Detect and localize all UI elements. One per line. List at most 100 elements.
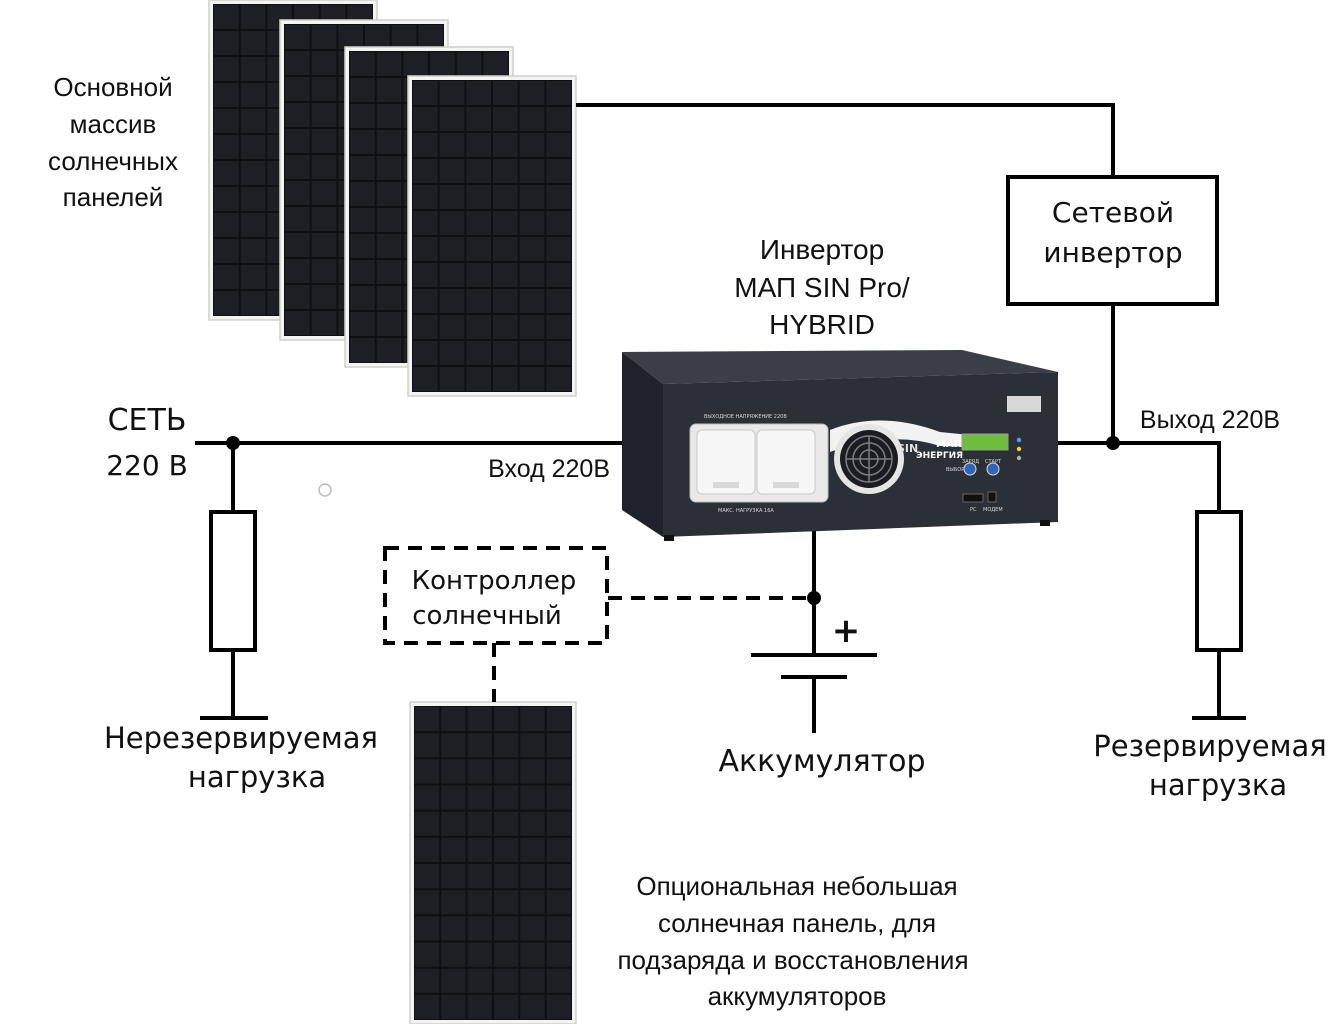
solar-cell <box>467 968 492 993</box>
solar-cell <box>520 785 545 810</box>
solar-cell <box>350 234 375 258</box>
mains-label-line-1: СЕТЬ <box>108 403 187 438</box>
solar-cell <box>240 187 266 211</box>
solar-cell <box>466 211 491 235</box>
reserved-load-line-1: Резервируемая <box>1093 729 1326 763</box>
input-label: Вход 220В <box>488 455 610 483</box>
solar-cell <box>520 864 545 889</box>
solar-cell <box>466 81 491 105</box>
solar-cell <box>519 289 545 313</box>
solar-cell <box>376 338 402 362</box>
solar-cell <box>350 156 375 180</box>
solar-cell <box>376 208 402 232</box>
solar-cell <box>546 811 571 836</box>
solar-cell <box>285 311 310 335</box>
solar-cell <box>483 52 508 76</box>
solar-cell <box>466 159 491 183</box>
solar-cell <box>214 31 239 55</box>
solar-cell <box>467 916 492 941</box>
solar-cell <box>546 890 571 915</box>
solar-cell <box>413 367 438 391</box>
solar-cell <box>214 109 239 133</box>
solar-cell <box>519 263 545 287</box>
solar-cell <box>240 31 266 55</box>
solar-cell <box>439 185 465 209</box>
solar-cell <box>311 103 337 127</box>
solar-cell <box>519 367 545 391</box>
solar-cell <box>311 285 337 309</box>
led-yellow <box>1016 446 1022 452</box>
solar-cell <box>311 207 337 231</box>
solar-cell <box>546 916 571 941</box>
solar-cell <box>494 994 519 1019</box>
solar-cell <box>415 864 440 889</box>
solar-cell <box>439 211 465 235</box>
solar-cell <box>546 968 571 993</box>
hybrid-inverter-label-line-2: МАП SIN Pro/ <box>734 272 910 303</box>
non-reserved-load-label: Нерезервируемая нагрузка <box>104 721 378 794</box>
optional-panel-label: Опциональная небольшая солнечная панель,… <box>617 871 968 1011</box>
grid-inverter-label-line-2: инвертор <box>1043 236 1182 269</box>
solar-cell <box>546 759 571 784</box>
non-reserved-load-resistor <box>209 510 257 652</box>
solar-cell <box>466 185 491 209</box>
solar-cell <box>285 233 310 257</box>
socket-2 <box>756 429 816 495</box>
solar-cell <box>376 234 402 258</box>
solar-cell <box>546 289 571 313</box>
solar-cell <box>214 57 239 81</box>
battery-label: Аккумулятор <box>719 744 926 779</box>
solar-cell <box>546 864 571 889</box>
solar-cell <box>376 182 402 206</box>
solar-cell <box>519 341 545 365</box>
led-blue <box>1016 437 1022 443</box>
solar-cell <box>415 837 440 862</box>
solar-cell <box>413 159 438 183</box>
solar-cell <box>493 341 518 365</box>
solar-cell <box>441 968 466 993</box>
solar-cell <box>376 156 402 180</box>
hybrid-inverter-label: Инвертор МАП SIN Pro/ HYBRID <box>734 234 910 340</box>
solar-cell <box>441 759 466 784</box>
solar-cell <box>493 81 518 105</box>
solar-cell <box>467 942 492 967</box>
solar-cell <box>441 811 466 836</box>
solar-cell <box>494 916 519 941</box>
solar-cell <box>413 133 438 157</box>
solar-cell <box>519 159 545 183</box>
solar-cell <box>520 968 545 993</box>
solar-cell <box>415 942 440 967</box>
solar-cell <box>415 707 440 732</box>
solar-cell <box>519 107 545 131</box>
solar-cell <box>365 25 390 49</box>
solar-cell <box>546 211 571 235</box>
solar-cell <box>519 237 545 261</box>
solar-cell <box>311 25 337 49</box>
solar-cell <box>519 185 545 209</box>
solar-cell <box>546 185 571 209</box>
solar-cell <box>430 52 455 76</box>
solar-cell <box>240 135 266 159</box>
main-array-label-line-2: массив <box>70 109 157 139</box>
solar-cell <box>350 182 375 206</box>
solar-cell <box>413 263 438 287</box>
optional-panel-line-3: подзаряда и восстановления <box>617 945 968 975</box>
solar-cell <box>413 341 438 365</box>
main-solar-array <box>208 0 577 397</box>
solar-cell <box>467 733 492 758</box>
solar-cell <box>456 52 482 76</box>
solar-cell <box>350 52 375 76</box>
solar-controller-box <box>383 546 609 645</box>
main-array-label: Основной массив солнечных панелей <box>48 72 178 212</box>
solar-cell <box>441 837 466 862</box>
solar-cell <box>467 864 492 889</box>
solar-cell <box>285 25 310 49</box>
solar-cell <box>493 211 518 235</box>
solar-cell <box>494 837 519 862</box>
solar-cell <box>546 133 571 157</box>
solar-cell <box>413 211 438 235</box>
charge-button-label: ЗАРЯД <box>962 459 979 465</box>
junction-mains <box>226 436 240 450</box>
corner-logo <box>1007 396 1041 412</box>
